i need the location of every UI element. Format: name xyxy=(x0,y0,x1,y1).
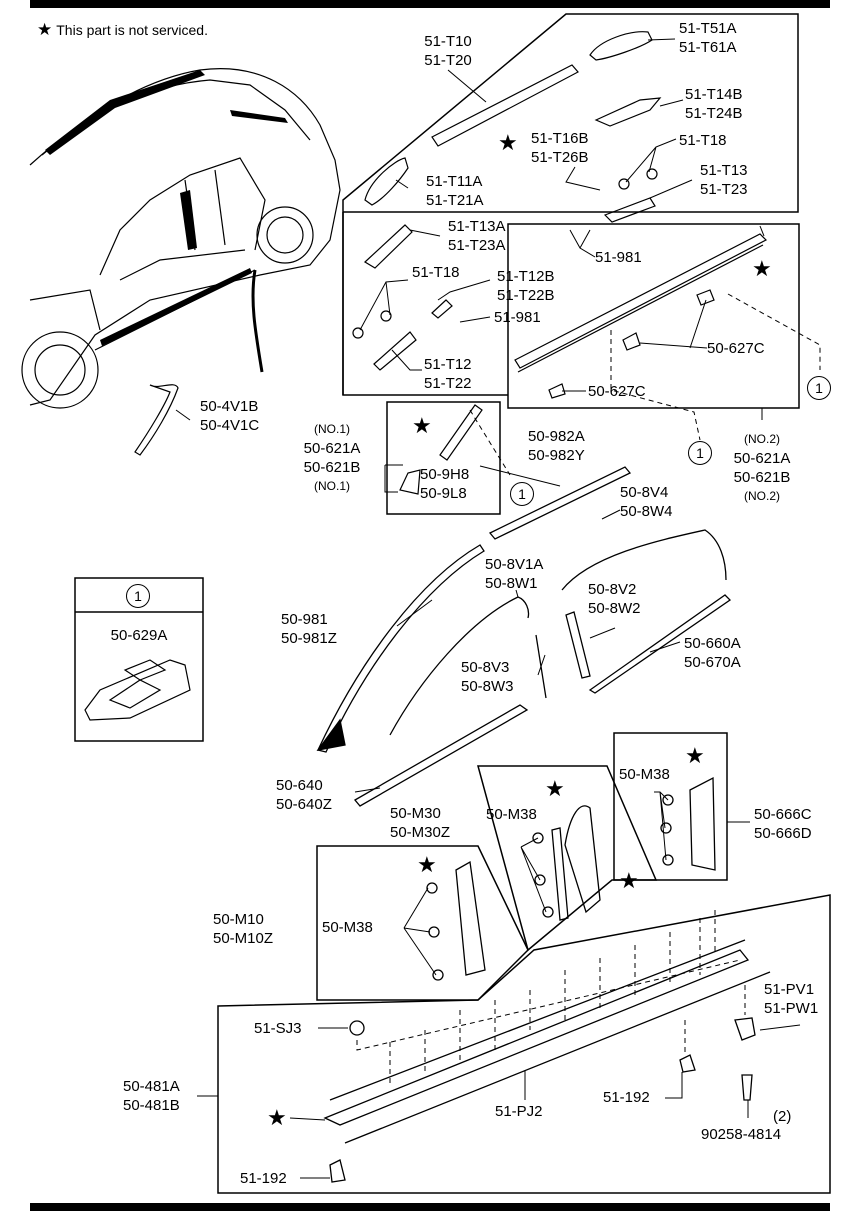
rear-bracket-shape xyxy=(603,197,656,223)
part-label: 50-627C xyxy=(588,383,646,400)
part-label: 51-T18 xyxy=(412,264,460,281)
side-sill-shape xyxy=(323,939,771,1183)
star-icon: ★ xyxy=(412,413,432,438)
part-label: 50-M38 xyxy=(619,766,670,783)
top-border-bar xyxy=(30,0,830,8)
star-icon: ★ xyxy=(498,130,518,155)
callout-1-circle: 1 xyxy=(688,441,712,465)
part-label: 50-M38 xyxy=(322,919,373,936)
front-garnish-frame xyxy=(316,845,529,1001)
part-label: 50-627C xyxy=(707,340,765,357)
part-label: 51-981 xyxy=(494,309,541,326)
part-label: 51-192 xyxy=(240,1170,287,1187)
legend-callout-circle: 1 xyxy=(126,584,150,608)
roof-group-frame-bottom xyxy=(342,212,508,396)
end-cap-shape xyxy=(589,31,653,61)
vehicle-sketch xyxy=(21,68,341,409)
note-text: This part is not serviced. xyxy=(56,22,208,38)
center-garnish-frame xyxy=(477,765,658,952)
roof-rail-shape xyxy=(514,233,768,369)
roof-molding-shape xyxy=(431,64,579,147)
not-serviced-note: ★This part is not serviced. xyxy=(37,20,208,40)
roof-rail-frame xyxy=(507,223,800,409)
part-label: 50-M38 xyxy=(486,806,537,823)
molding-no1-shape xyxy=(439,404,483,461)
door-moldings xyxy=(316,466,732,807)
star-icon: ★ xyxy=(685,743,705,768)
front-cap-shape xyxy=(364,157,409,206)
star-icon: ★ xyxy=(267,1105,287,1130)
rear-garnish-shape xyxy=(689,776,716,871)
part-label: 51-981 xyxy=(595,249,642,266)
roof-group-frame xyxy=(342,13,799,395)
part-label: 51-192 xyxy=(603,1089,650,1106)
part-label: (NO.1) 50-621A 50-621B (NO.1) xyxy=(303,422,361,493)
clip-shape xyxy=(594,97,662,127)
part-label: 51-SJ3 xyxy=(254,1020,302,1037)
legend-frame xyxy=(74,577,204,742)
part-label: 51-T18 xyxy=(679,132,727,149)
sill-clip-dashes xyxy=(356,910,746,1085)
callout-1-circle: 1 xyxy=(807,376,831,400)
part-label: (NO.2) 50-621A 50-621B (NO.2) xyxy=(733,432,791,503)
star-icon: ★ xyxy=(619,868,639,893)
star-icon: ★ xyxy=(752,256,772,281)
star-icon: ★ xyxy=(417,852,437,877)
rear-garnish-frame xyxy=(613,732,728,881)
bracket-shape xyxy=(364,224,413,269)
center-garnish-shape xyxy=(564,805,601,914)
callout-1-circle: 1 xyxy=(510,482,534,506)
part-label: (2) xyxy=(773,1108,792,1125)
pillar-trim-shape xyxy=(134,384,179,456)
part-label: 51-PJ2 xyxy=(495,1103,543,1120)
legend-part-number: 50-629A xyxy=(110,627,168,644)
front-garnish-shape xyxy=(455,860,486,976)
part-label: 90258-4814 xyxy=(701,1126,782,1143)
front-bracket-shape xyxy=(373,331,417,371)
bottom-border-bar xyxy=(30,1203,830,1211)
star-icon: ★ xyxy=(545,776,565,801)
side-sill-frame xyxy=(217,894,831,1194)
vehicle-dark-trim xyxy=(45,70,288,346)
star-icon: ★ xyxy=(37,20,53,39)
legend-clip-shape xyxy=(84,659,191,721)
